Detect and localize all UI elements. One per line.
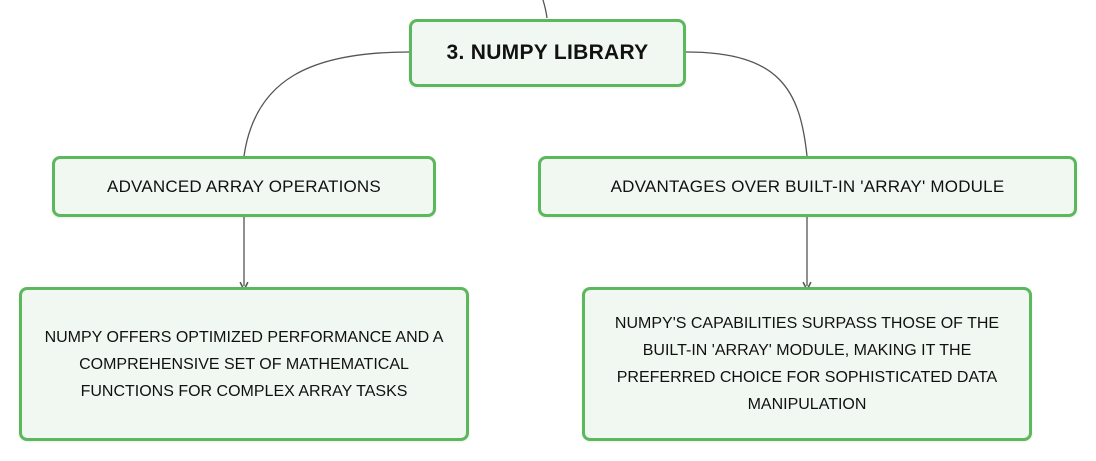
incoming-connector <box>542 0 548 19</box>
topic-node-advanced-array-operations[interactable]: ADVANCED ARRAY OPERATIONS <box>52 156 436 217</box>
root-node[interactable]: 3. NUMPY LIBRARY <box>409 19 686 87</box>
topic-node-label: ADVANTAGES OVER BUILT-IN 'ARRAY' MODULE <box>610 176 1005 196</box>
detail-node-capabilities[interactable]: NUMPY'S CAPABILITIES SURPASS THOSE OF TH… <box>582 287 1032 441</box>
topic-node-label: ADVANCED ARRAY OPERATIONS <box>107 176 381 196</box>
root-node-label: 3. NUMPY LIBRARY <box>446 41 649 64</box>
detail-node-performance[interactable]: NUMPY OFFERS OPTIMIZED PERFORMANCE AND A… <box>19 287 469 441</box>
root-to-right-topic-connector <box>685 51 808 157</box>
root-to-left-topic-connector <box>243 51 410 157</box>
detail-node-text: NUMPY OFFERS OPTIMIZED PERFORMANCE AND A… <box>44 328 444 400</box>
detail-node-text: NUMPY'S CAPABILITIES SURPASS THOSE OF TH… <box>614 315 1000 413</box>
topic-node-advantages-over-array-module[interactable]: ADVANTAGES OVER BUILT-IN 'ARRAY' MODULE <box>538 156 1077 217</box>
